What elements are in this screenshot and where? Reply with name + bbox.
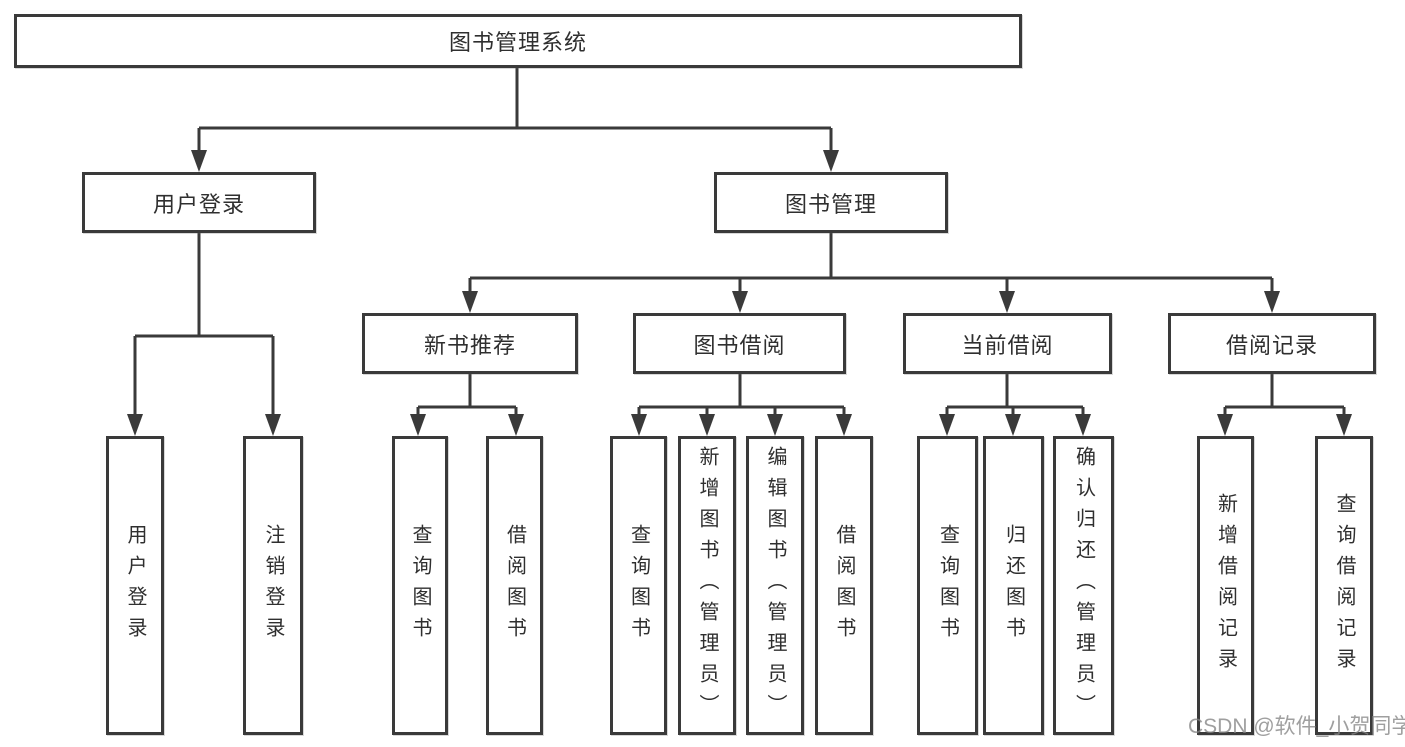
- leaf-query-borrow-record: 查询借阅记录: [1315, 436, 1373, 735]
- leaf-borrow-books-borrowing-label: 借阅图书: [833, 523, 855, 648]
- leaf-user-login: 用户登录: [106, 436, 164, 735]
- leaf-query-borrow-record-label: 查询借阅记录: [1333, 492, 1355, 679]
- node-library-system: 图书管理系统: [14, 14, 1022, 68]
- node-book-borrowing-label: 图书借阅: [693, 332, 786, 358]
- leaf-query-books-current: 查询图书: [917, 436, 978, 735]
- node-user-login: 用户登录: [82, 172, 316, 233]
- leaf-add-borrow-record: 新增借阅记录: [1197, 436, 1254, 735]
- node-book-borrowing: 图书借阅: [633, 313, 846, 374]
- leaf-add-book-admin-label: 新增图书（管理员）: [696, 446, 718, 725]
- node-book-management-label: 图书管理: [784, 191, 877, 217]
- leaf-user-login-label: 用户登录: [124, 523, 146, 648]
- arrowhead-icons: [127, 150, 1352, 436]
- node-borrowing-records: 借阅记录: [1168, 313, 1376, 374]
- node-current-borrowing-label: 当前借阅: [961, 332, 1054, 358]
- leaf-edit-book-admin-label: 编辑图书（管理员）: [764, 446, 786, 725]
- leaf-borrow-books-recommend: 借阅图书: [486, 436, 543, 735]
- node-library-system-label: 图书管理系统: [448, 30, 587, 55]
- leaf-query-books-current-label: 查询图书: [936, 523, 959, 648]
- leaf-query-books-recommend: 查询图书: [392, 436, 448, 735]
- node-new-book-recommendation: 新书推荐: [362, 313, 578, 374]
- leaf-borrow-books-borrowing: 借阅图书: [815, 436, 873, 735]
- leaf-query-books-borrowing: 查询图书: [610, 436, 667, 735]
- leaf-logout-label: 注销登录: [262, 523, 284, 648]
- node-user-login-label: 用户登录: [152, 191, 245, 217]
- leaf-add-book-admin: 新增图书（管理员）: [678, 436, 736, 735]
- leaf-return-books: 归还图书: [983, 436, 1044, 735]
- leaf-add-borrow-record-label: 新增借阅记录: [1214, 492, 1237, 679]
- watermark-text: CSDN @软件_小贺同学: [1188, 715, 1405, 738]
- leaf-edit-book-admin: 编辑图书（管理员）: [746, 436, 804, 735]
- node-new-book-recommendation-label: 新书推荐: [423, 332, 516, 358]
- leaf-confirm-return-admin: 确认归还（管理员）: [1053, 436, 1114, 735]
- node-book-management: 图书管理: [714, 172, 948, 233]
- leaf-query-books-recommend-label: 查询图书: [409, 523, 431, 648]
- leaf-borrow-books-recommend-label: 借阅图书: [503, 523, 526, 648]
- node-current-borrowing: 当前借阅: [903, 313, 1112, 374]
- leaf-query-books-borrowing-label: 查询图书: [627, 523, 650, 648]
- leaf-logout: 注销登录: [243, 436, 303, 735]
- leaf-confirm-return-admin-label: 确认归还（管理员）: [1072, 446, 1095, 725]
- leaf-return-books-label: 归还图书: [1002, 523, 1025, 648]
- node-borrowing-records-label: 借阅记录: [1225, 332, 1318, 358]
